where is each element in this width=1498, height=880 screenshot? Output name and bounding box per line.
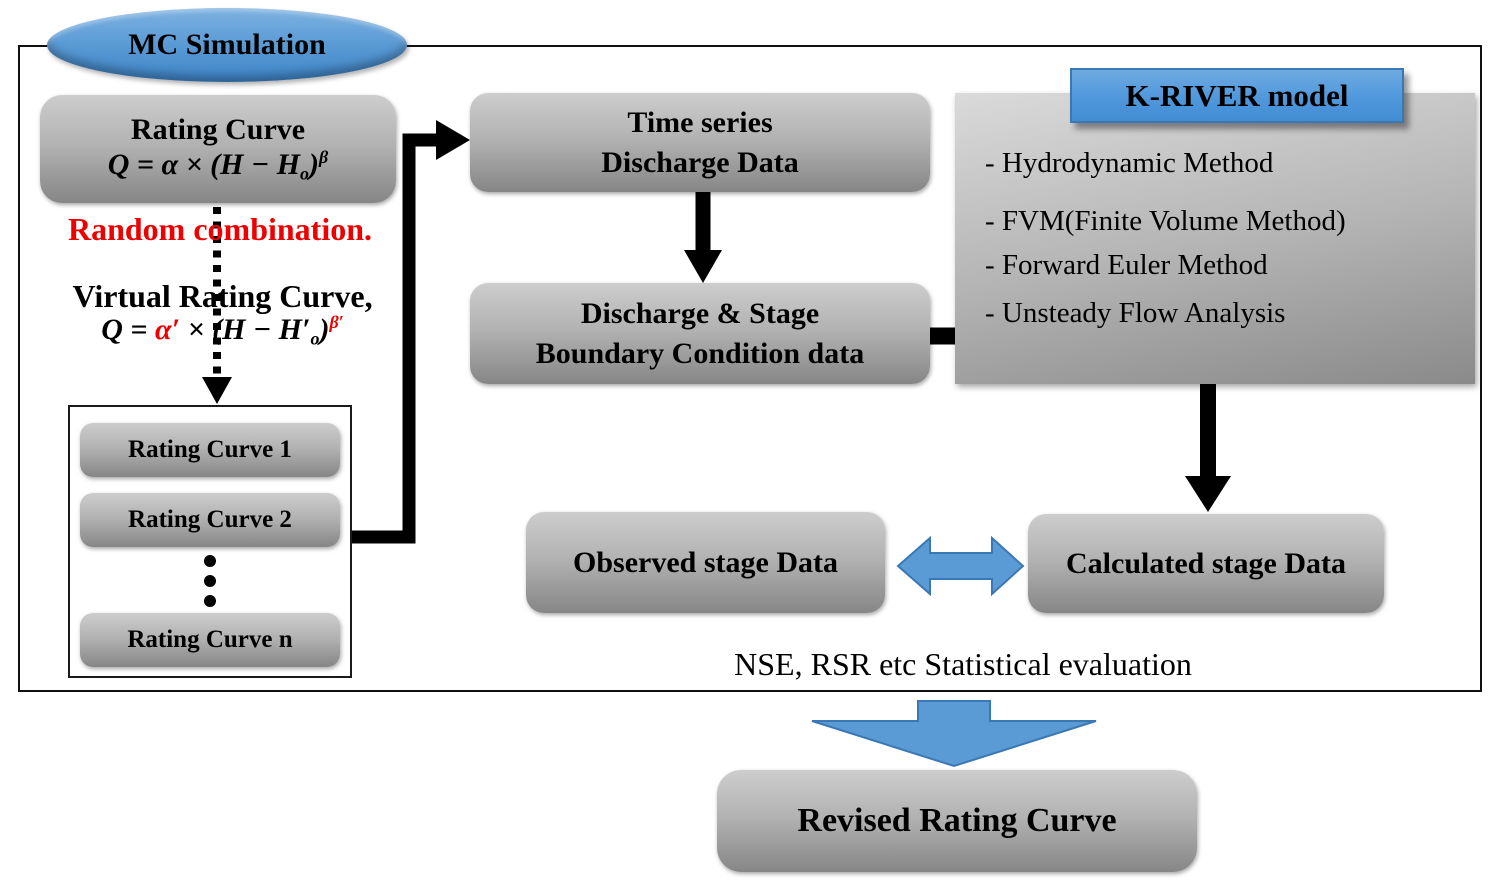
rating-curve-box: Rating Curve Q = α × (H − Ho)β — [40, 95, 396, 203]
diagram-border — [18, 45, 1482, 692]
revised-rating-curve-box: Revised Rating Curve — [717, 770, 1197, 872]
kriver-model-box: - Hydrodynamic Method - FVM(Finite Volum… — [955, 93, 1475, 384]
rating-curve-2-box: Rating Curve 2 — [80, 493, 340, 547]
statistical-evaluation-label: NSE, RSR etc Statistical evaluation — [734, 646, 1192, 682]
vertical-ellipsis-icon — [204, 575, 216, 587]
mc-simulation-label: MC Simulation — [128, 28, 326, 61]
kriver-item-forward-euler: - Forward Euler Method — [985, 249, 1268, 281]
boundary-condition-box: Discharge & Stage Boundary Condition dat… — [470, 283, 930, 384]
rating-curve-list-box: Rating Curve 1 Rating Curve 2 Rating Cur… — [68, 405, 352, 678]
vertical-ellipsis-icon — [204, 555, 216, 567]
observed-stage-data-box: Observed stage Data — [526, 512, 885, 613]
calculated-stage-data-box: Calculated stage Data — [1028, 514, 1384, 613]
rating-curve-1-box: Rating Curve 1 — [80, 423, 340, 477]
rating-curve-formula: Q = α × (H − Ho)β — [107, 147, 329, 184]
time-series-discharge-box: Time series Discharge Data — [470, 93, 930, 192]
rating-curve-title: Rating Curve — [130, 113, 306, 147]
kriver-model-header: K-RIVER model — [1070, 68, 1404, 123]
kriver-item-hydrodynamic: - Hydrodynamic Method — [985, 147, 1274, 179]
virtual-rating-curve-title: Virtual Rating Curve, — [72, 278, 373, 314]
kriver-item-unsteady-flow: - Unsteady Flow Analysis — [985, 297, 1286, 329]
random-combination-label: Random combination. — [67, 211, 373, 247]
rating-curve-n-box: Rating Curve n — [80, 613, 340, 667]
vertical-ellipsis-icon — [204, 595, 216, 607]
evaluation-down-arrow — [811, 700, 1097, 768]
mc-simulation-ellipse: MC Simulation — [47, 8, 407, 82]
kriver-item-fvm: - FVM(Finite Volume Method) — [985, 205, 1346, 237]
virtual-rating-curve-formula: Q = α′ × (H − H′o)β′ — [101, 312, 344, 349]
